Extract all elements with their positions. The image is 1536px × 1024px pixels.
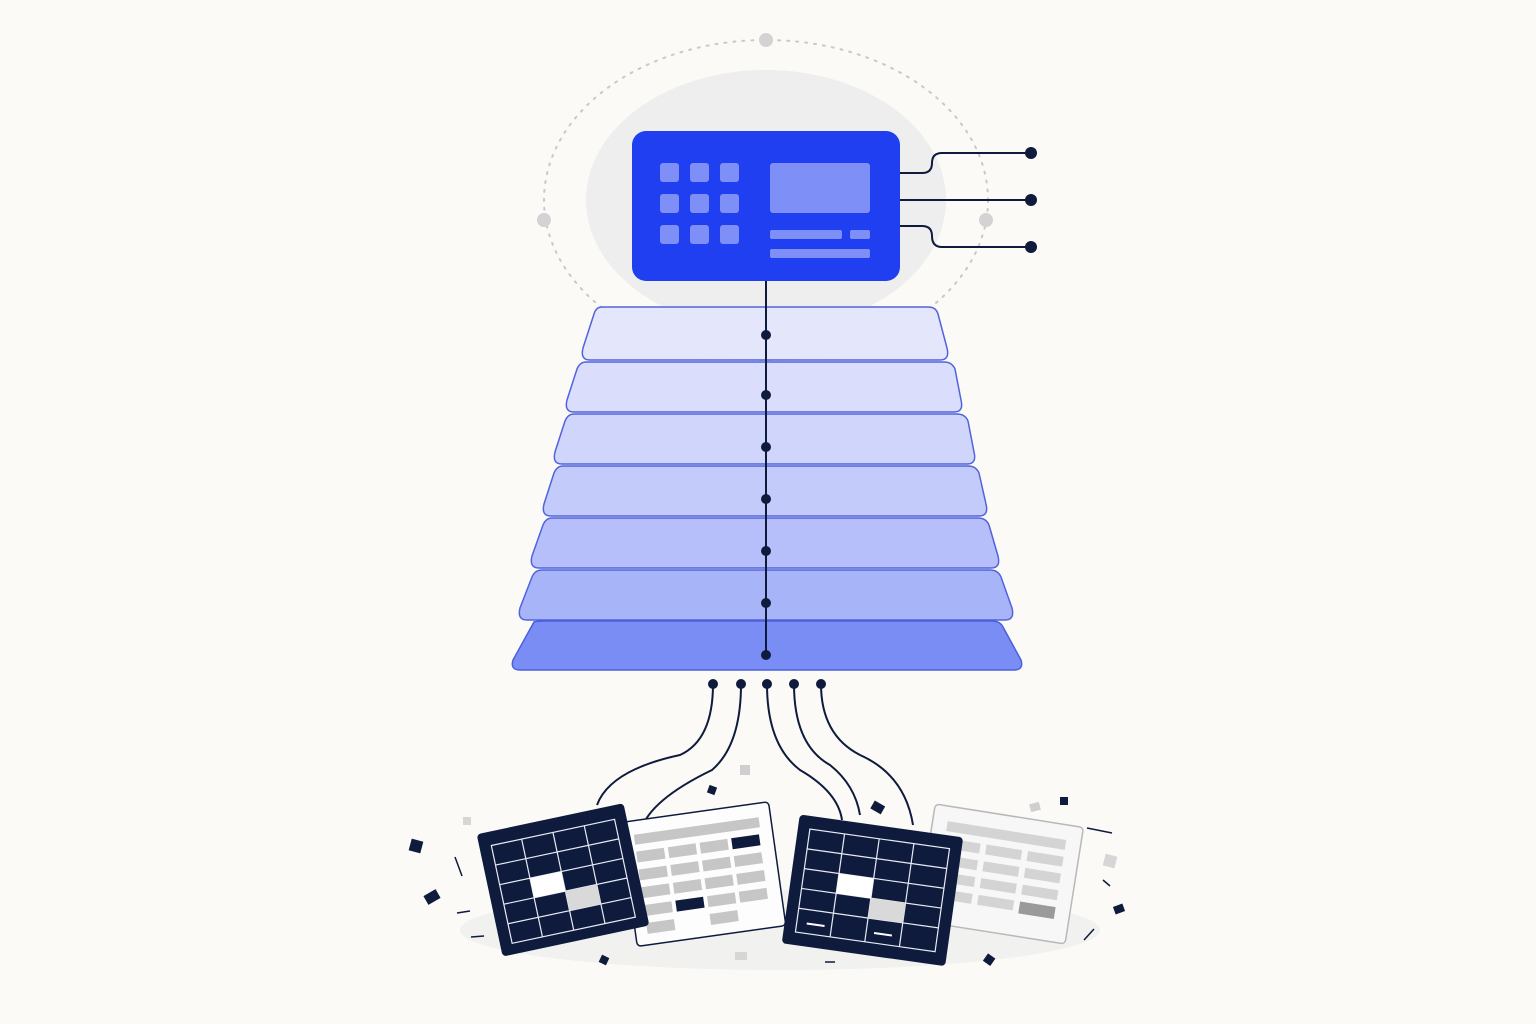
stack-layer-2 xyxy=(565,361,963,413)
orbit-node-left xyxy=(537,213,551,227)
table-dark-2 xyxy=(782,815,963,966)
stack-layer-3 xyxy=(553,413,976,465)
orbit-node-right xyxy=(979,213,993,227)
output-connectors xyxy=(900,152,1030,248)
output-node-3 xyxy=(1025,241,1037,253)
output-node-2 xyxy=(1025,194,1037,206)
output-node-1 xyxy=(1025,147,1037,159)
orbit-node-top xyxy=(759,33,773,47)
scattered-particles xyxy=(408,765,1126,966)
table-dark-1 xyxy=(477,803,649,956)
central-spine xyxy=(761,281,771,660)
input-lines xyxy=(596,683,914,831)
dashboard-card-icon xyxy=(632,131,900,281)
input-nodes xyxy=(708,679,826,689)
table-light-1 xyxy=(619,801,787,947)
